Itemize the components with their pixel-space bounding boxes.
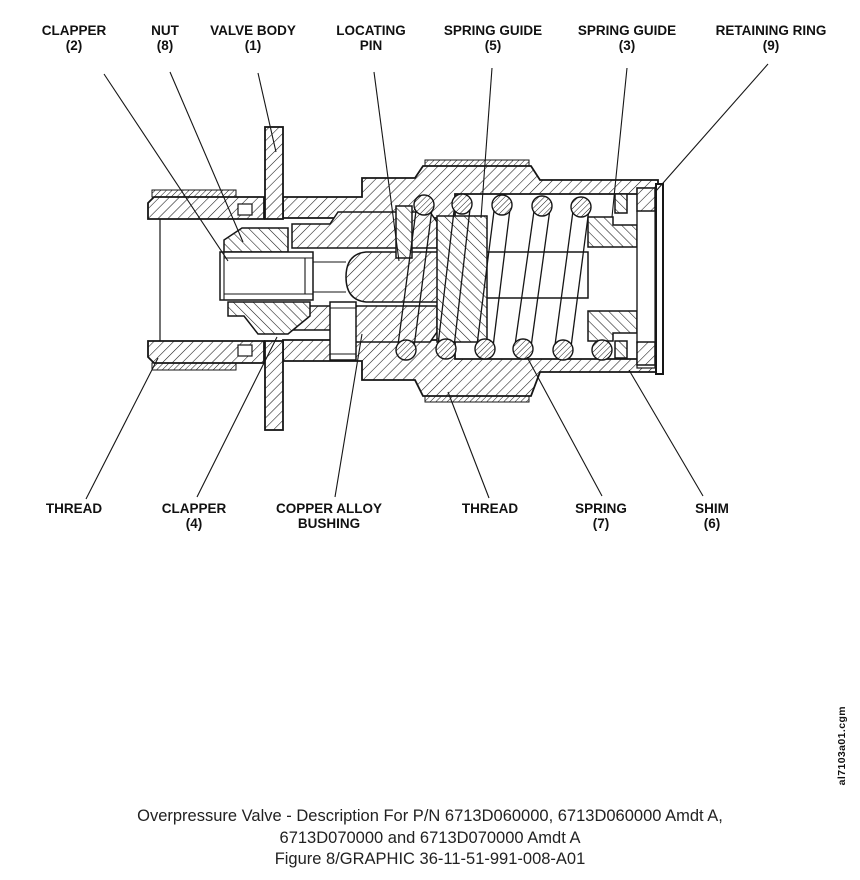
retaining-ring-assembly <box>636 183 664 375</box>
retaining-ring-top <box>636 187 656 212</box>
callout-text: CLAPPER <box>161 501 227 516</box>
leader-nut-8 <box>169 71 244 243</box>
callout-thread-left: THREAD <box>0 501 149 516</box>
callout-num: (2) <box>65 38 83 53</box>
clapper-body <box>219 251 314 301</box>
locating-pin-part <box>395 205 413 259</box>
leader-thread-left <box>85 357 159 500</box>
callout-text: SHIM <box>695 501 729 516</box>
callout-nut-8: NUT (8) <box>90 23 240 53</box>
callout-retaining-ring-9: RETAINING RING (9) <box>696 23 846 53</box>
callout-locating-pin: LOCATING PIN <box>296 23 446 53</box>
valve-body-left-shell <box>147 189 265 371</box>
leader-valve-body-1 <box>257 72 277 153</box>
leader-lines <box>85 63 769 500</box>
callout-text: LOCATING <box>336 23 406 38</box>
valve-body-top-flange <box>264 126 284 220</box>
caption-line-1: Overpressure Valve - Description For P/N… <box>137 807 723 825</box>
callout-num: (6) <box>703 516 721 531</box>
spring-guide-3-top <box>587 216 638 248</box>
callout-text: THREAD <box>461 501 519 516</box>
guide-rod <box>482 251 589 299</box>
callout-text: VALVE BODY <box>210 23 296 38</box>
leader-copper-alloy-bushing <box>334 333 363 498</box>
nut <box>223 227 289 253</box>
callout-spring-7: SPRING (7) <box>526 501 676 531</box>
retaining-ring-bottom <box>636 341 656 366</box>
callout-num: (9) <box>762 38 780 53</box>
leader-clapper-2 <box>103 73 229 262</box>
callout-num: (3) <box>618 38 636 53</box>
stem <box>345 251 441 303</box>
clapper-seat <box>227 301 311 335</box>
callout-shim-6: SHIM (6) <box>637 501 787 531</box>
callout-text: SPRING GUIDE <box>577 23 677 38</box>
valve-body-main <box>264 126 659 431</box>
callout-spring-guide-3: SPRING GUIDE (3) <box>552 23 702 53</box>
leader-spring-7 <box>526 356 603 497</box>
callout-text: RETAINING RING <box>715 23 827 38</box>
inner-assembly <box>219 205 441 361</box>
callout-clapper-4: CLAPPER (4) <box>119 501 269 531</box>
callout-spring-guide-5: SPRING GUIDE (5) <box>418 23 568 53</box>
callout-text: NUT <box>151 23 179 38</box>
leader-spring-guide-3 <box>611 67 628 218</box>
shim-bottom <box>614 340 628 359</box>
thread-left-bottom <box>151 362 237 371</box>
leader-thread-right <box>447 391 490 499</box>
copper-bushing <box>329 301 357 361</box>
callout-clapper-2: CLAPPER (2) <box>0 23 149 53</box>
spring-guide-3-bottom <box>587 310 638 342</box>
spring-guides <box>436 193 638 359</box>
callout-num: (8) <box>156 38 174 53</box>
callout-text: THREAD <box>45 501 103 516</box>
shim-top <box>614 193 628 214</box>
callout-num: (5) <box>484 38 502 53</box>
figure-caption: Overpressure Valve - Description For P/N… <box>0 806 860 871</box>
end-cap-edge <box>655 183 664 375</box>
leader-locating-pin <box>373 71 400 262</box>
leader-clapper-4 <box>196 336 278 498</box>
caption-line-3: Figure 8/GRAPHIC 36-11-51-991-008-A01 <box>274 850 586 868</box>
leader-shim-6 <box>628 369 704 497</box>
callout-copper-alloy-bushing: COPPER ALLOY BUSHING <box>254 501 404 531</box>
callout-text: CLAPPER <box>41 23 107 38</box>
callout-valve-body-1: VALVE BODY (1) <box>178 23 328 53</box>
callout-text: SPRING GUIDE <box>443 23 543 38</box>
callout-num: PIN <box>359 38 383 53</box>
graphic-file-reference: al7103a01.cgm <box>836 706 848 786</box>
valve-body-bottom-flange <box>264 340 284 431</box>
callout-num: BUSHING <box>297 516 361 531</box>
leader-spring-guide-5 <box>480 67 493 219</box>
spring <box>395 193 613 361</box>
callout-num: (1) <box>244 38 262 53</box>
callout-num: (7) <box>592 516 610 531</box>
callout-thread-right: THREAD <box>415 501 565 516</box>
leader-retaining-ring-9 <box>655 63 769 192</box>
callout-text: COPPER ALLOY <box>275 501 382 516</box>
caption-line-2: 6713D070000 and 6713D070000 Amdt A <box>279 828 581 847</box>
callout-num: (4) <box>185 516 203 531</box>
callout-text: SPRING <box>575 501 627 516</box>
